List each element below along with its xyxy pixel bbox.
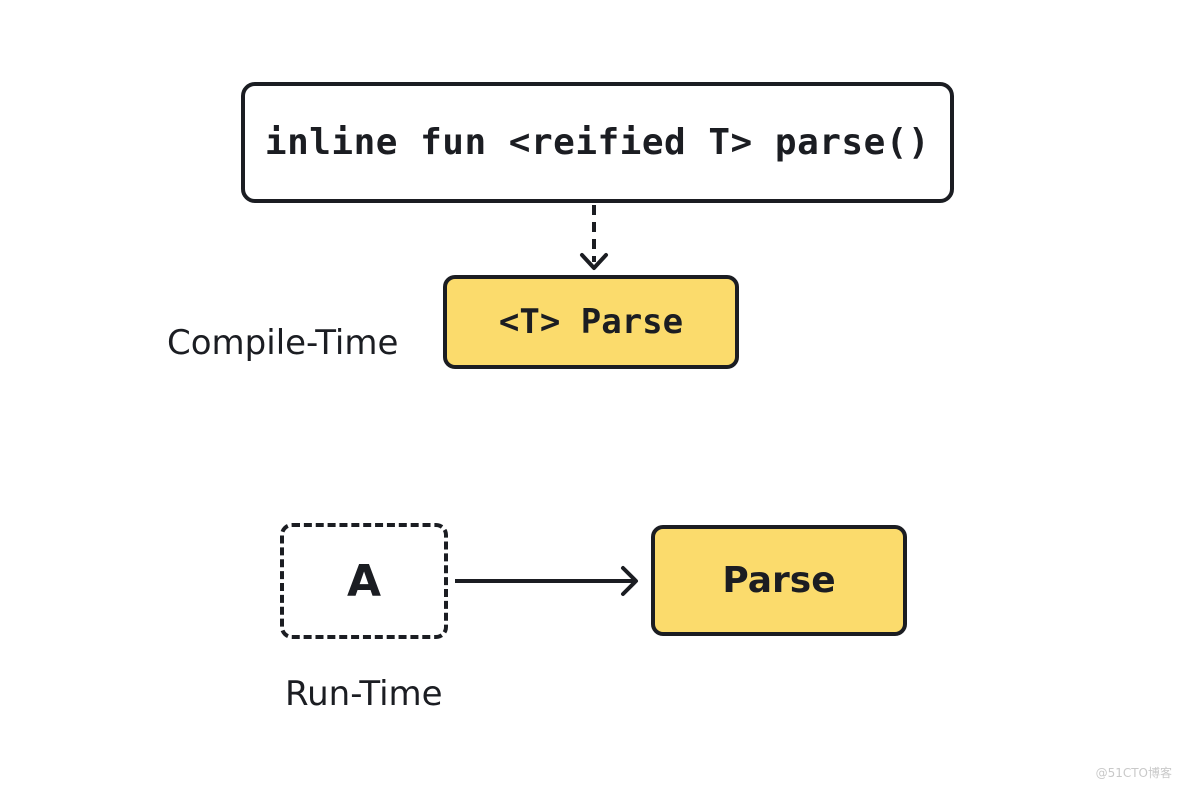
run-time-label: Run-Time (285, 674, 443, 714)
solid-arrow-right (455, 566, 638, 596)
compile-time-label: Compile-Time (167, 323, 399, 363)
runtime-type-text: A (346, 555, 382, 607)
compile-time-parse-box: <T> Parse (443, 275, 739, 369)
runtime-type-placeholder-box: A (280, 523, 448, 639)
compile-time-parse-text: <T> Parse (498, 302, 684, 342)
dashed-arrow-down (580, 205, 608, 270)
watermark: @51CTO博客 (1095, 766, 1172, 780)
function-signature-box: inline fun <reified T> parse() (241, 82, 954, 203)
runtime-parse-box: Parse (651, 525, 907, 636)
function-signature-text: inline fun <reified T> parse() (264, 122, 931, 163)
runtime-parse-text: Parse (722, 560, 836, 601)
